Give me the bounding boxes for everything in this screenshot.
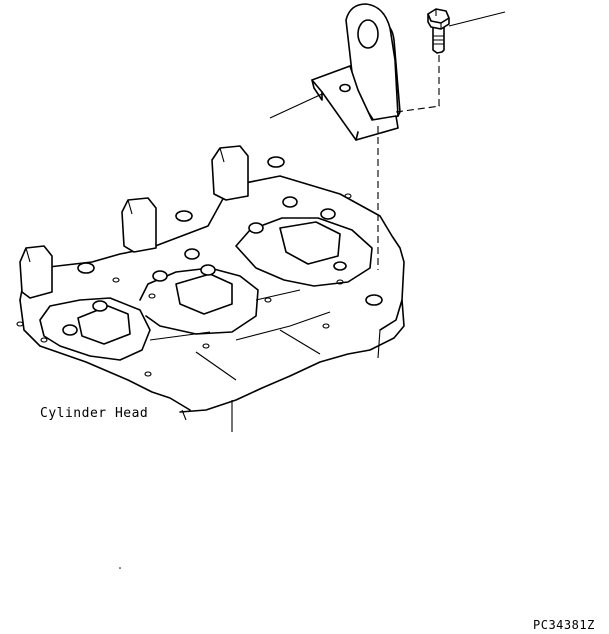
part-label: Cylinder Head	[40, 406, 149, 421]
hanger-bracket	[269, 3, 441, 270]
drawing-code: PC34381Z	[533, 618, 595, 632]
bolt	[427, 8, 506, 108]
cylinder-head	[16, 145, 405, 432]
stray-dot	[119, 567, 121, 569]
gasket-holes	[16, 193, 352, 377]
head-bolts	[62, 156, 383, 336]
